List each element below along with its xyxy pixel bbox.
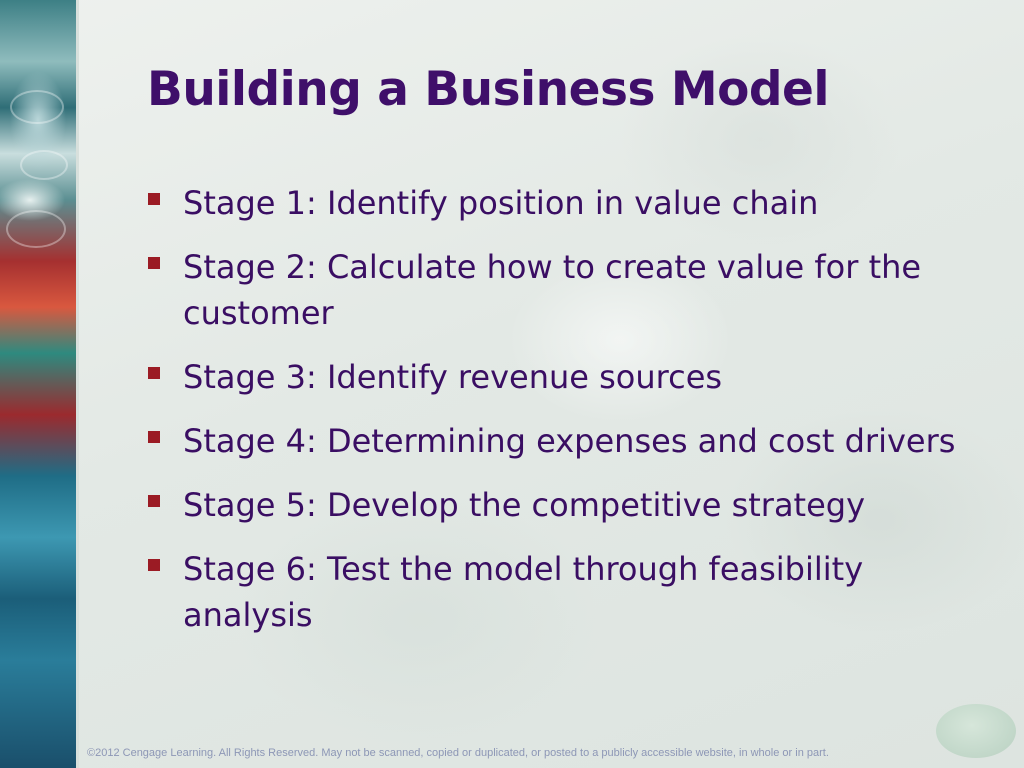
square-bullet-icon bbox=[148, 431, 160, 443]
ripple-decoration bbox=[20, 150, 68, 180]
decorative-water-image bbox=[0, 0, 76, 768]
square-bullet-icon bbox=[148, 559, 160, 571]
bullet-text: Stage 3: Identify revenue sources bbox=[183, 358, 723, 396]
bullet-item: Stage 4: Determining expenses and cost d… bbox=[146, 418, 996, 464]
bullet-item: Stage 3: Identify revenue sources bbox=[146, 354, 996, 400]
square-bullet-icon bbox=[148, 257, 160, 269]
bullet-text: Stage 5: Develop the competitive strateg… bbox=[183, 486, 866, 524]
bullet-item: Stage 2: Calculate how to create value f… bbox=[146, 244, 996, 336]
bullet-item: Stage 5: Develop the competitive strateg… bbox=[146, 482, 996, 528]
bullet-text: Stage 6: Test the model through feasibil… bbox=[183, 550, 864, 634]
bullet-item: Stage 1: Identify position in value chai… bbox=[146, 180, 996, 226]
square-bullet-icon bbox=[148, 367, 160, 379]
bullet-text: Stage 2: Calculate how to create value f… bbox=[183, 248, 922, 332]
strip-divider bbox=[76, 0, 79, 768]
slide-title: Building a Business Model bbox=[147, 62, 830, 117]
square-bullet-icon bbox=[148, 495, 160, 507]
bullet-list: Stage 1: Identify position in value chai… bbox=[146, 180, 996, 656]
ripple-decoration bbox=[6, 210, 66, 248]
decorative-oval bbox=[936, 704, 1016, 758]
ripple-decoration bbox=[10, 90, 64, 124]
bullet-text: Stage 4: Determining expenses and cost d… bbox=[183, 422, 956, 460]
bullet-item: Stage 6: Test the model through feasibil… bbox=[146, 546, 996, 638]
square-bullet-icon bbox=[148, 193, 160, 205]
bullet-text: Stage 1: Identify position in value chai… bbox=[183, 184, 819, 222]
copyright-footer: ©2012 Cengage Learning. All Rights Reser… bbox=[87, 747, 829, 759]
